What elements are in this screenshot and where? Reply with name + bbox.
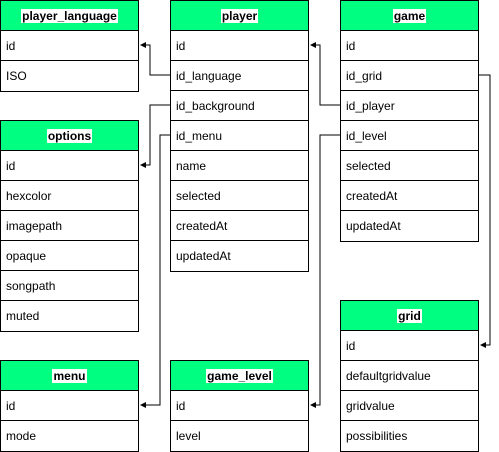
entity-field: opaque <box>1 241 138 271</box>
entity-title: player_language <box>21 8 118 23</box>
entity-field: gridvalue <box>341 391 478 421</box>
entity-field: id <box>1 151 138 181</box>
entity-field: mode <box>6 429 37 443</box>
entity-title: player <box>220 8 259 23</box>
entity-header: player <box>171 1 308 31</box>
entity-field: updatedAt <box>176 249 231 263</box>
entity-game-level: game_level id level <box>170 360 309 452</box>
connector-player-language <box>140 42 170 76</box>
entity-field: imagepath <box>1 211 138 241</box>
entity-options: options id hexcolor imagepath opaque son… <box>0 120 139 332</box>
entity-field: muted <box>6 309 40 323</box>
entity-field: selected <box>341 151 478 181</box>
connector-game-player <box>310 42 340 106</box>
entity-field: id_language <box>171 61 308 91</box>
entity-field: id_player <box>341 91 478 121</box>
entity-field: createdAt <box>171 211 308 241</box>
entity-menu: menu id mode <box>0 360 139 452</box>
entity-field: selected <box>171 181 308 211</box>
entity-field: songpath <box>1 271 138 301</box>
entity-field: id_menu <box>171 121 308 151</box>
entity-field: defaultgridvalue <box>341 361 478 391</box>
connector-game-level <box>310 134 340 408</box>
entity-title: options <box>46 128 93 143</box>
entity-field: updatedAt <box>346 219 401 233</box>
entity-field: id <box>1 391 138 421</box>
entity-field: id <box>171 391 308 421</box>
entity-title: game <box>392 8 427 23</box>
entity-field: id_background <box>171 91 308 121</box>
entity-field: ISO <box>6 69 27 83</box>
entity-field: id <box>1 31 138 61</box>
entity-field: possibilities <box>346 429 408 443</box>
entity-field: id_level <box>341 121 478 151</box>
entity-field: id <box>341 331 478 361</box>
entity-header: player_language <box>1 1 138 31</box>
entity-header: game_level <box>171 361 308 391</box>
connector-player-background <box>140 104 170 168</box>
entity-title: menu <box>52 368 87 383</box>
entity-field: createdAt <box>341 181 478 211</box>
entity-header: options <box>1 121 138 151</box>
connector-game-grid <box>479 74 491 348</box>
entity-player-language: player_language id ISO <box>0 0 139 92</box>
entity-header: menu <box>1 361 138 391</box>
entity-game: game id id_grid id_player id_level selec… <box>340 0 479 242</box>
entity-field: id <box>171 31 308 61</box>
entity-field: level <box>176 429 201 443</box>
entity-header: grid <box>341 301 478 331</box>
entity-field: name <box>171 151 308 181</box>
connector-player-menu <box>140 134 170 408</box>
entity-title: game_level <box>206 368 273 383</box>
entity-field: id <box>341 31 478 61</box>
entity-field: id_grid <box>341 61 478 91</box>
entity-grid: grid id defaultgridvalue gridvalue possi… <box>340 300 479 452</box>
entity-header: game <box>341 1 478 31</box>
entity-title: grid <box>397 308 422 323</box>
entity-player: player id id_language id_background id_m… <box>170 0 309 272</box>
entity-field: hexcolor <box>1 181 138 211</box>
